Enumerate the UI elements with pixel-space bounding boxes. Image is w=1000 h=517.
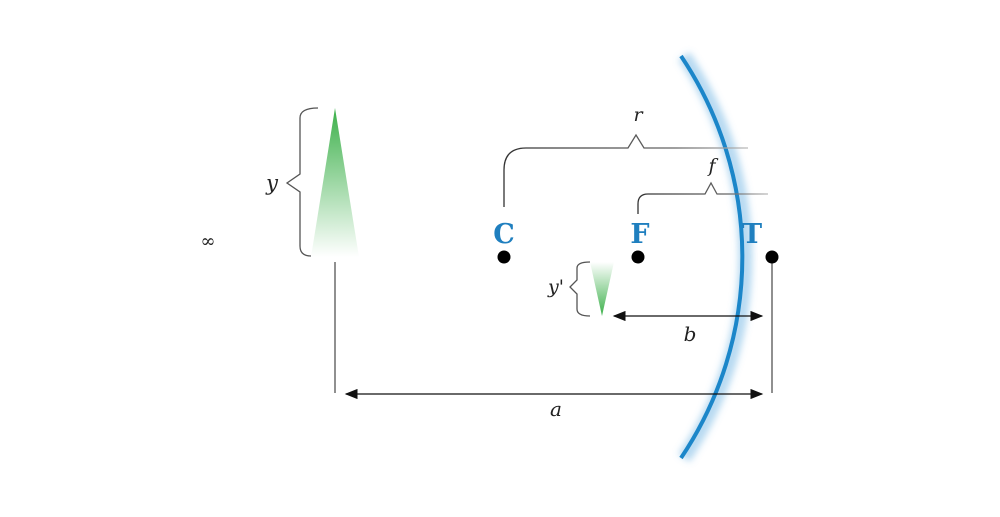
label-r: r — [633, 104, 644, 126]
focal-point — [631, 250, 645, 264]
vertex-point — [765, 250, 779, 264]
image-height-brace — [569, 261, 591, 317]
image-arrow — [590, 262, 614, 316]
label-b: b — [684, 322, 697, 346]
label-t: T — [742, 219, 762, 250]
object-height-brace — [285, 107, 319, 257]
focal-length-bracket — [637, 181, 768, 214]
radius-bracket — [503, 133, 748, 207]
label-y-prime: y' — [547, 276, 564, 298]
label-f: F — [630, 219, 649, 250]
center-of-curvature-point — [497, 250, 511, 264]
object-arrow — [311, 108, 359, 257]
concave-mirror — [679, 54, 745, 460]
label-a: a — [550, 397, 562, 421]
label-c: C — [493, 219, 515, 250]
label-y: y — [265, 171, 279, 195]
label-f-length: f — [706, 155, 718, 177]
label-infinity: ∞ — [201, 231, 216, 252]
mirror-glow — [678, 52, 753, 462]
